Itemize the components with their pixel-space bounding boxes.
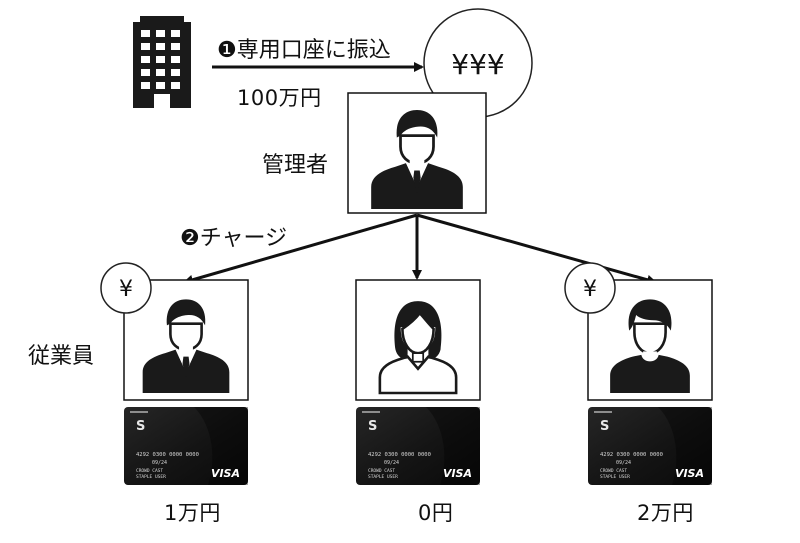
building-icon bbox=[133, 16, 191, 108]
building-window bbox=[141, 69, 150, 76]
card-logo: S bbox=[136, 419, 145, 434]
card-expiry: 09/24 bbox=[152, 460, 167, 466]
employee-amount-3: 2万円 bbox=[637, 501, 694, 525]
step-one-marker: ❶ bbox=[217, 38, 237, 63]
account-balance: ¥¥¥ bbox=[451, 48, 504, 81]
building-door bbox=[154, 94, 170, 108]
card-holder-line2: STAPLE USER bbox=[600, 474, 630, 480]
step-two-marker: ❷ bbox=[180, 226, 200, 251]
charge-label: ❷チャージ bbox=[180, 220, 287, 252]
card-holder-line2: STAPLE USER bbox=[136, 474, 166, 480]
charge-arrow-right bbox=[416, 213, 657, 285]
card-brand: VISA bbox=[211, 467, 240, 480]
employee-amount-1: 1万円 bbox=[164, 501, 221, 525]
card-holder-line1: CROWD CAST bbox=[368, 468, 395, 474]
charge-arrow-left bbox=[183, 213, 418, 285]
building-window bbox=[141, 82, 150, 89]
transfer-label: ❶専用口座に振込 bbox=[217, 32, 391, 64]
card-expiry: 09/24 bbox=[616, 460, 631, 466]
employee-amount-2: 0円 bbox=[418, 501, 454, 525]
yen-coin-1 bbox=[100, 262, 152, 314]
building-window bbox=[156, 30, 165, 37]
card-number: 4292 0300 0000 0000 bbox=[600, 452, 663, 458]
card-logo: S bbox=[368, 419, 377, 434]
card-brand: VISA bbox=[443, 467, 472, 480]
building-window bbox=[141, 30, 150, 37]
manager-label: 管理者 bbox=[262, 153, 329, 178]
employees-label: 従業員 bbox=[28, 344, 95, 369]
building-window bbox=[171, 82, 180, 89]
charge-text: チャージ bbox=[199, 226, 288, 251]
building-window bbox=[156, 56, 165, 63]
building-window bbox=[141, 43, 150, 50]
card-holder-line2: STAPLE USER bbox=[368, 474, 398, 480]
building-window bbox=[156, 69, 165, 76]
card-brand: VISA bbox=[675, 467, 704, 480]
building-window bbox=[171, 56, 180, 63]
card-holder-line1: CROWD CAST bbox=[600, 468, 627, 474]
building-roof bbox=[140, 16, 184, 24]
building-window bbox=[171, 30, 180, 37]
card-number: 4292 0300 0000 0000 bbox=[368, 452, 431, 458]
yen-coin-3 bbox=[564, 262, 616, 314]
transfer-amount: 100万円 bbox=[237, 86, 322, 110]
building-window bbox=[171, 69, 180, 76]
card-number: 4292 0300 0000 0000 bbox=[136, 452, 199, 458]
yen-coin-symbol: ¥ bbox=[583, 277, 597, 302]
building-window bbox=[141, 56, 150, 63]
building-window bbox=[156, 43, 165, 50]
building-window bbox=[156, 82, 165, 89]
transfer-text: 専用口座に振込 bbox=[236, 38, 391, 63]
card-expiry: 09/24 bbox=[384, 460, 399, 466]
card-holder-line1: CROWD CAST bbox=[136, 468, 163, 474]
card-logo: S bbox=[600, 419, 609, 434]
building-window bbox=[171, 43, 180, 50]
yen-coin-symbol: ¥ bbox=[119, 277, 133, 302]
